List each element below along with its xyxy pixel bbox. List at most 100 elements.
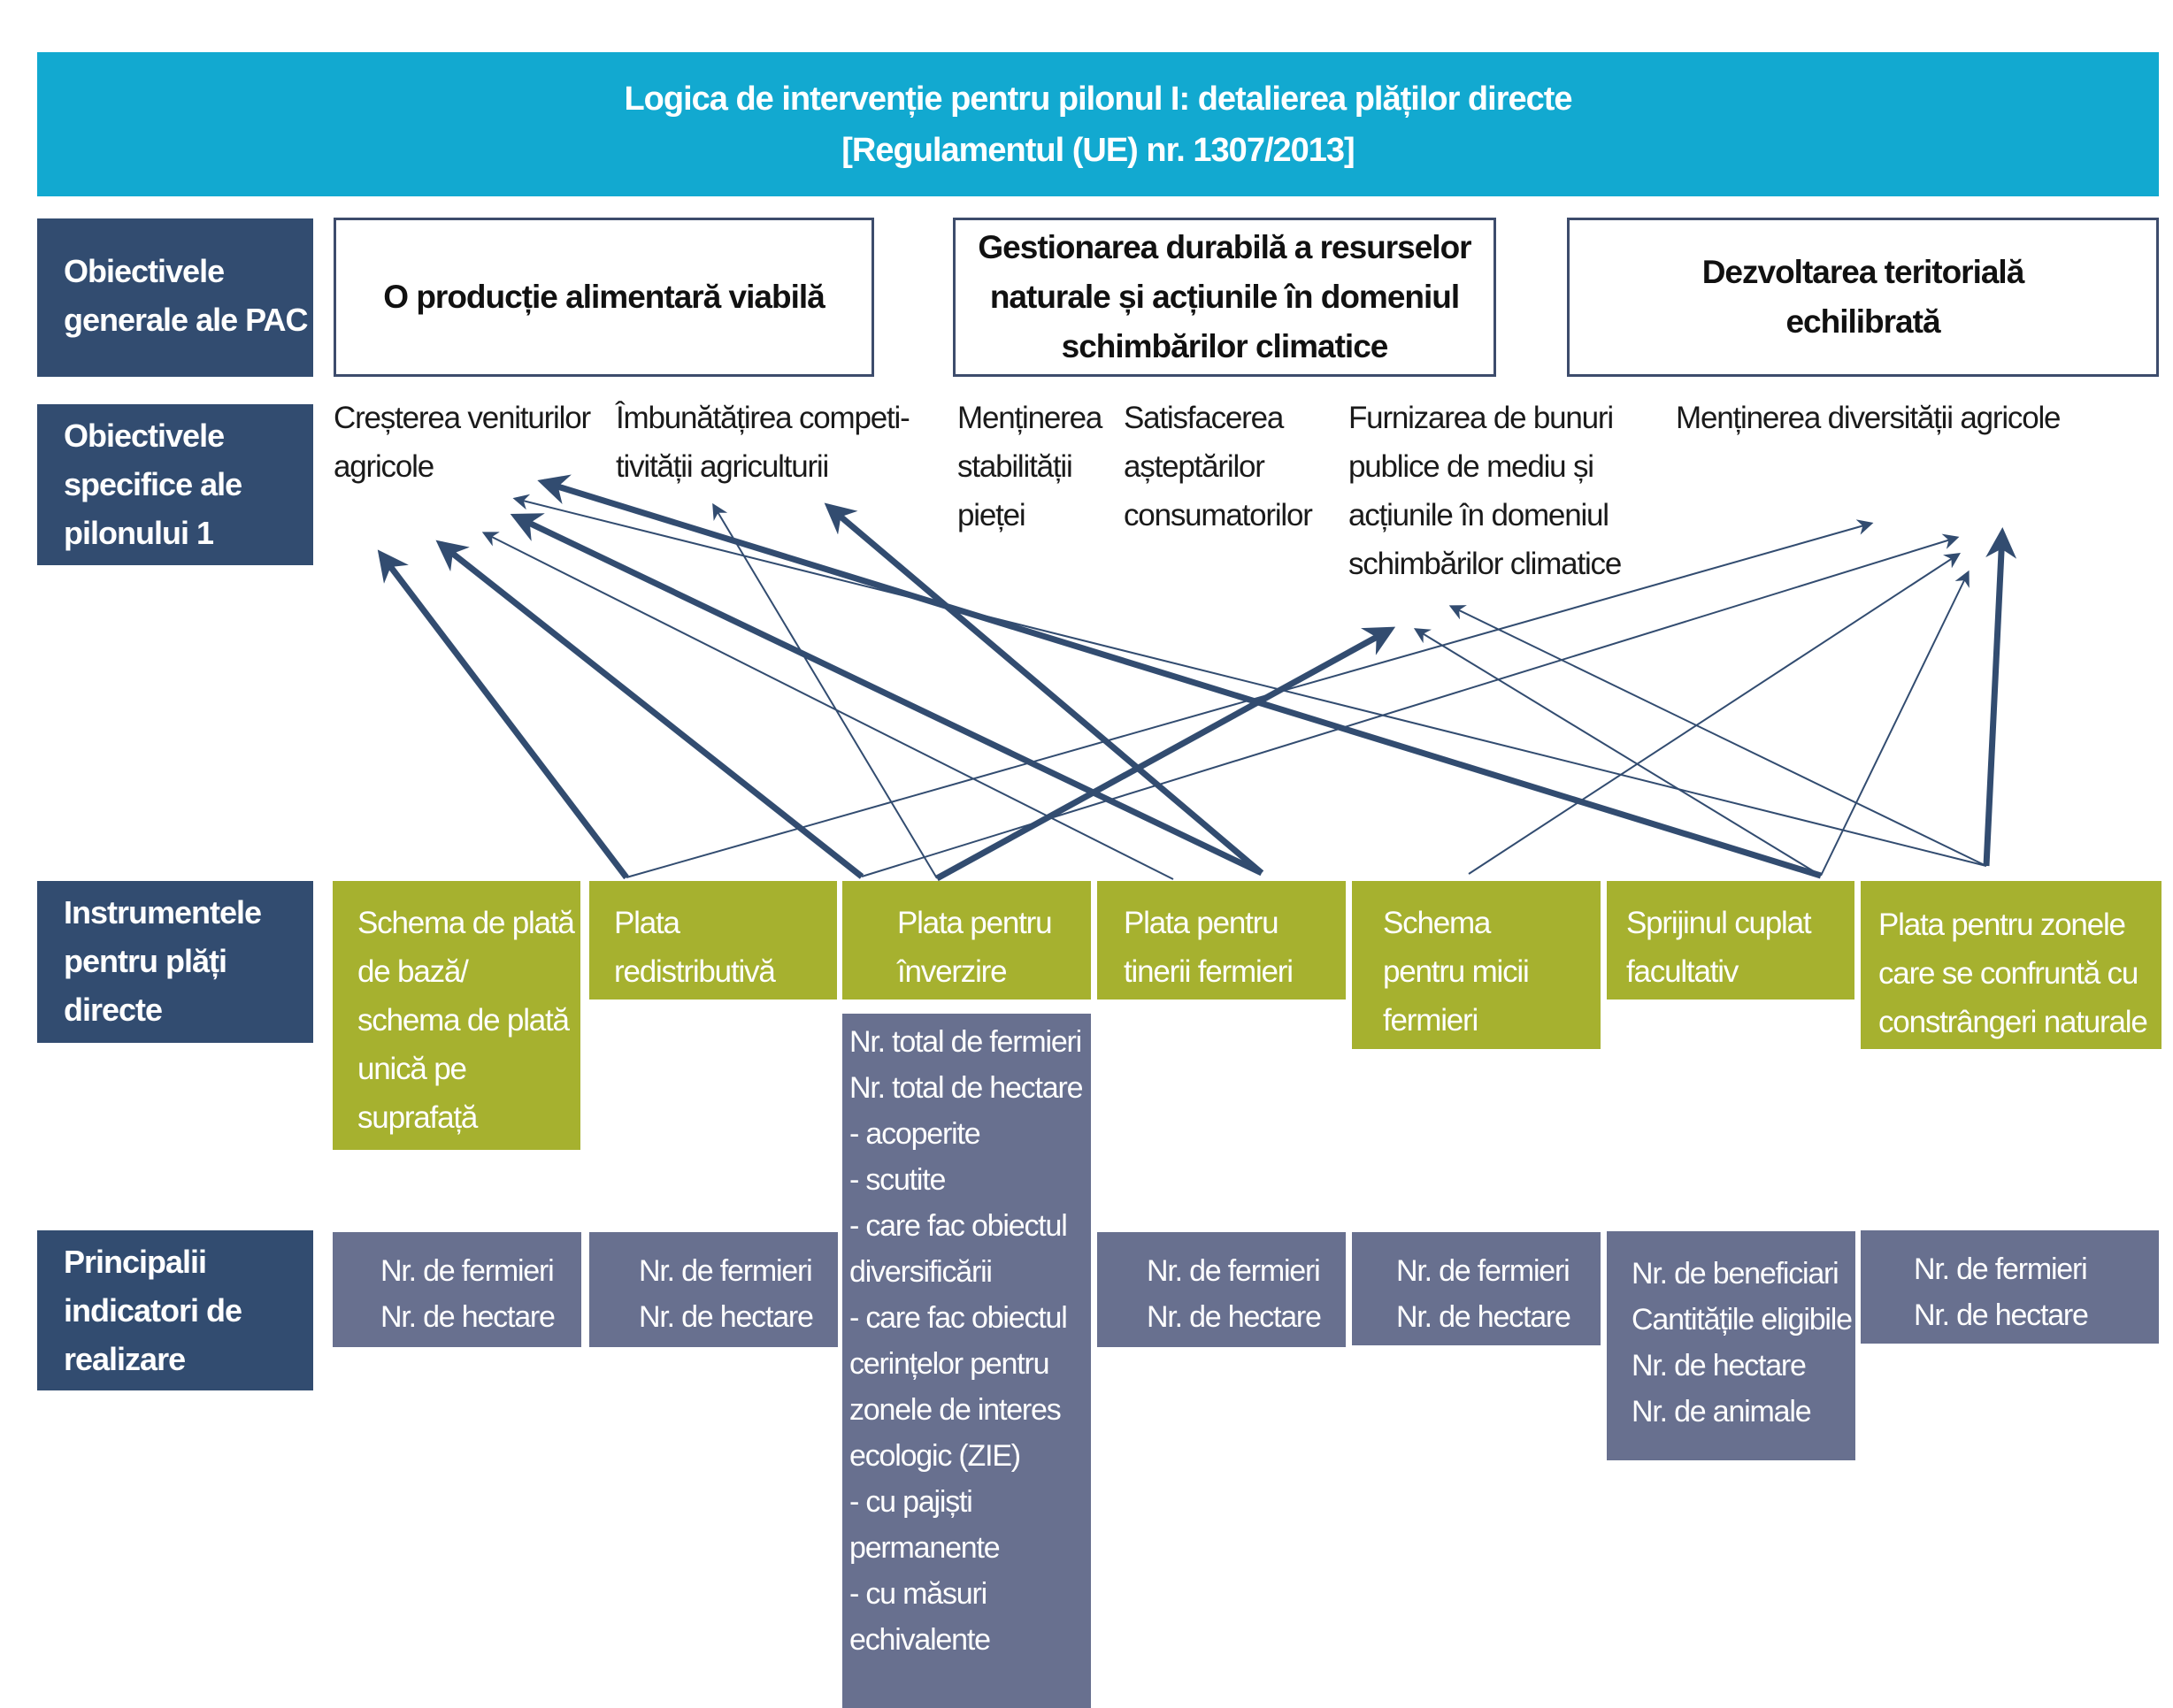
label-line: pilonului 1 bbox=[64, 515, 214, 551]
instrument-line: unică pe bbox=[357, 1052, 467, 1086]
diagram-title: Logica de intervenție pentru pilonul I: … bbox=[37, 52, 2159, 196]
link-arrow-weak bbox=[861, 533, 1960, 877]
indicator-line: permanente bbox=[849, 1531, 1001, 1565]
link-arrow-strong bbox=[537, 474, 1823, 879]
instrument-line: Plata pentru bbox=[897, 906, 1053, 940]
indicator-line: ecologic (ZIE) bbox=[849, 1439, 1021, 1473]
objective-line: Satisfacerea bbox=[1124, 401, 1284, 435]
instrument-line: constrângeri naturale bbox=[1878, 1005, 2148, 1039]
indicators-young-farmers: Nr. de fermieri Nr. de hectare bbox=[1097, 1232, 1346, 1347]
link-arrow-strong bbox=[1983, 527, 2017, 867]
indicator-line: Nr. de hectare bbox=[1396, 1300, 1571, 1334]
objective-line: schimbărilor climatice bbox=[1061, 328, 1389, 364]
instrument-line: Schema de plată bbox=[357, 906, 575, 940]
specific-objective-agri-diversity: Menținerea diversității agricole bbox=[1676, 394, 2062, 442]
indicator-line: Nr. total de fermieri bbox=[849, 1025, 1082, 1059]
specific-objective-market-stability: Menținerea stabilității pieței bbox=[957, 394, 1102, 540]
instrument-line: Plata bbox=[614, 906, 680, 940]
indicator-line: - scutite bbox=[849, 1163, 946, 1197]
specific-objective-farm-income: Creșterea veniturilor agricole bbox=[334, 394, 591, 491]
objective-line: stabilității bbox=[957, 449, 1073, 484]
indicator-line: Nr. de animale bbox=[1632, 1395, 1812, 1428]
link-arrow-weak bbox=[481, 532, 1174, 880]
indicator-line: diversificării bbox=[849, 1255, 993, 1289]
objective-line: acțiunile în domeniul bbox=[1348, 498, 1609, 532]
instrument-line: suprafață bbox=[357, 1100, 478, 1135]
instrument-line: Schema bbox=[1383, 906, 1491, 940]
instrument-line: fermieri bbox=[1383, 1003, 1478, 1038]
instrument-line: Sprijinul cuplat bbox=[1626, 906, 1812, 940]
label-line: pentru plăți bbox=[64, 943, 227, 979]
instrument-young-farmers: Plata pentru tinerii fermieri bbox=[1097, 881, 1346, 1000]
row-label-instruments: Instrumentele pentru plăți directe bbox=[37, 881, 313, 1043]
link-arrow-weak bbox=[712, 502, 938, 879]
objective-line: pieței bbox=[957, 498, 1026, 532]
indicator-line: Nr. de hectare bbox=[1147, 1300, 1322, 1334]
indicators-natural-constraints: Nr. de fermieri Nr. de hectare bbox=[1861, 1230, 2159, 1344]
indicator-line: cerințelor pentru bbox=[849, 1347, 1049, 1381]
link-arrow-weak bbox=[1468, 553, 1962, 875]
instrument-line: pentru micii bbox=[1383, 954, 1530, 989]
indicator-line: Nr. de hectare bbox=[1914, 1298, 2089, 1332]
link-arrow-weak bbox=[626, 519, 1874, 878]
indicator-line: Nr. de hectare bbox=[1632, 1349, 1807, 1382]
label-line: realizare bbox=[64, 1341, 186, 1377]
instrument-coupled-support: Sprijinul cuplat facultativ bbox=[1607, 881, 1854, 1000]
title-line-1: Logica de intervenție pentru pilonul I: … bbox=[624, 80, 1572, 118]
objective-line: echilibrată bbox=[1785, 303, 1940, 340]
indicator-line: Nr. total de hectare bbox=[849, 1071, 1083, 1105]
indicator-line: - cu pajiști bbox=[849, 1485, 973, 1519]
instrument-line: de bază/ bbox=[357, 954, 469, 989]
instrument-line: schema de plată bbox=[357, 1003, 570, 1038]
general-objective-natural-resources: Gestionarea durabilă a resurselor natura… bbox=[953, 218, 1496, 377]
instrument-line: înverzire bbox=[897, 954, 1008, 989]
instrument-basic-payment: Schema de plată de bază/ schema de plată… bbox=[333, 881, 580, 1150]
indicator-line: Nr. de fermieri bbox=[639, 1254, 813, 1288]
specific-objective-public-goods: Furnizarea de bunuri publice de mediu și… bbox=[1348, 394, 1622, 588]
link-arrow-weak bbox=[1448, 605, 1987, 867]
indicator-line: Nr. de fermieri bbox=[1914, 1252, 2088, 1286]
label-line: indicatori de bbox=[64, 1292, 242, 1329]
label-line: specifice ale bbox=[64, 466, 242, 502]
indicator-line: Cantitățile eligibile bbox=[1632, 1303, 1853, 1337]
objective-line: Menținerea bbox=[957, 401, 1102, 435]
link-arrow-weak bbox=[1820, 570, 1970, 877]
indicator-line: Nr. de fermieri bbox=[1147, 1254, 1321, 1288]
objective-line: Creșterea veniturilor bbox=[334, 401, 591, 435]
objective-line: publice de mediu și bbox=[1348, 449, 1594, 484]
row-label-specific-objectives: Obiectivele specifice ale pilonului 1 bbox=[37, 404, 313, 565]
objective-line: naturale și acțiunile în domeniul bbox=[989, 279, 1460, 315]
objective-line: Îmbunătățirea competi- bbox=[616, 401, 910, 435]
objective-line: așteptărilor bbox=[1124, 449, 1265, 484]
objective-line: tivității agriculturii bbox=[616, 449, 829, 484]
link-arrow-strong bbox=[435, 540, 864, 879]
instrument-line: care se confruntă cu bbox=[1878, 956, 2138, 991]
instrument-line: tinerii fermieri bbox=[1124, 954, 1294, 989]
label-line: Obiectivele bbox=[64, 417, 225, 454]
objective-line: consumatorilor bbox=[1124, 498, 1313, 532]
indicators-redistributive: Nr. de fermieri Nr. de hectare bbox=[589, 1232, 838, 1347]
indicator-line: - care fac obiectul bbox=[849, 1209, 1068, 1243]
instrument-line: Plata pentru zonele bbox=[1878, 908, 2126, 942]
general-objective-food-production: O producție alimentară viabilă bbox=[334, 218, 874, 377]
indicators-coupled-support: Nr. de beneficiari Cantitățile eligibile… bbox=[1607, 1231, 1855, 1460]
objective-line: Dezvoltarea teritorială bbox=[1701, 254, 2025, 290]
instrument-small-farmers: Schema pentru micii fermieri bbox=[1352, 881, 1601, 1049]
instrument-line: facultativ bbox=[1626, 954, 1739, 989]
indicator-line: Nr. de fermieri bbox=[380, 1254, 555, 1288]
general-objective-territorial-development: Dezvoltarea teritorială echilibrată bbox=[1567, 218, 2159, 377]
label-line: Obiectivele bbox=[64, 253, 225, 289]
label-line: Instrumentele bbox=[64, 894, 262, 931]
instrument-redistributive-payment: Plata redistributivă bbox=[589, 881, 837, 1000]
indicators-greening: Nr. total de fermieri Nr. total de hecta… bbox=[842, 1014, 1091, 1708]
specific-objective-competitiveness: Îmbunătățirea competi- tivității agricul… bbox=[616, 394, 910, 491]
indicator-line: - cu măsuri bbox=[849, 1577, 987, 1611]
indicator-line: - acoperite bbox=[849, 1117, 981, 1151]
title-line-2: [Regulamentul (UE) nr. 1307/2013] bbox=[841, 131, 1355, 169]
instrument-greening-payment: Plata pentru înverzire bbox=[842, 881, 1091, 1000]
link-arrow-strong bbox=[935, 626, 1396, 882]
link-arrow-weak bbox=[1413, 628, 1822, 877]
objective-line: schimbărilor climatice bbox=[1348, 547, 1622, 581]
link-arrow-weak bbox=[512, 494, 1987, 867]
specific-objective-consumer-expectations: Satisfacerea așteptărilor consumatorilor bbox=[1124, 394, 1313, 540]
